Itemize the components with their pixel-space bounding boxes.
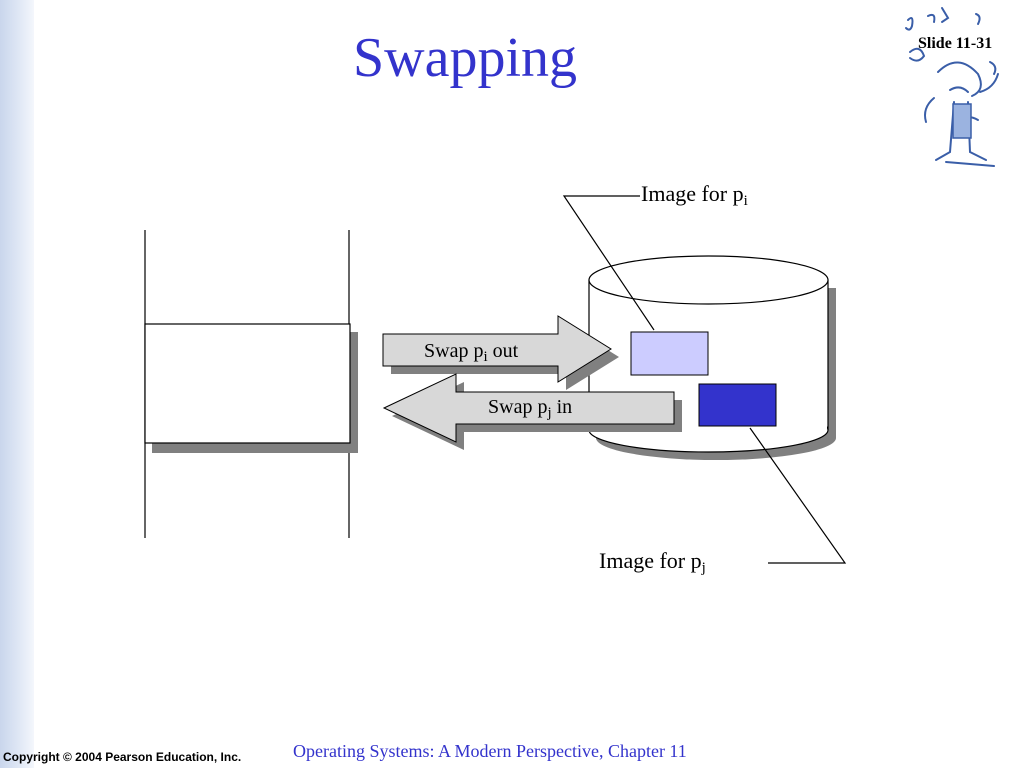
swap-out-arrow — [382, 315, 612, 383]
image-pi-label: Image for pi — [641, 181, 748, 209]
image-pi-box — [630, 331, 709, 376]
image-pj-label: Image for pj — [599, 548, 706, 576]
callout-pi-line — [562, 195, 655, 331]
swap-in-label: Swap pj in — [488, 396, 573, 421]
slide-title: Swapping — [353, 27, 577, 89]
swap-in-arrow — [382, 373, 675, 443]
slide-number: Slide 11-31 — [918, 35, 993, 52]
image-pj-box — [698, 383, 777, 427]
swap-out-label: Swap pi out — [424, 340, 519, 365]
copyright-notice: Copyright © 2004 Pearson Education, Inc. — [3, 750, 242, 764]
memory-block — [144, 323, 351, 444]
callout-pj-line — [749, 427, 847, 564]
footer-text: Operating Systems: A Modern Perspective,… — [293, 741, 687, 761]
music-figure-logo — [905, 7, 999, 167]
slide-side-bar — [0, 0, 34, 768]
